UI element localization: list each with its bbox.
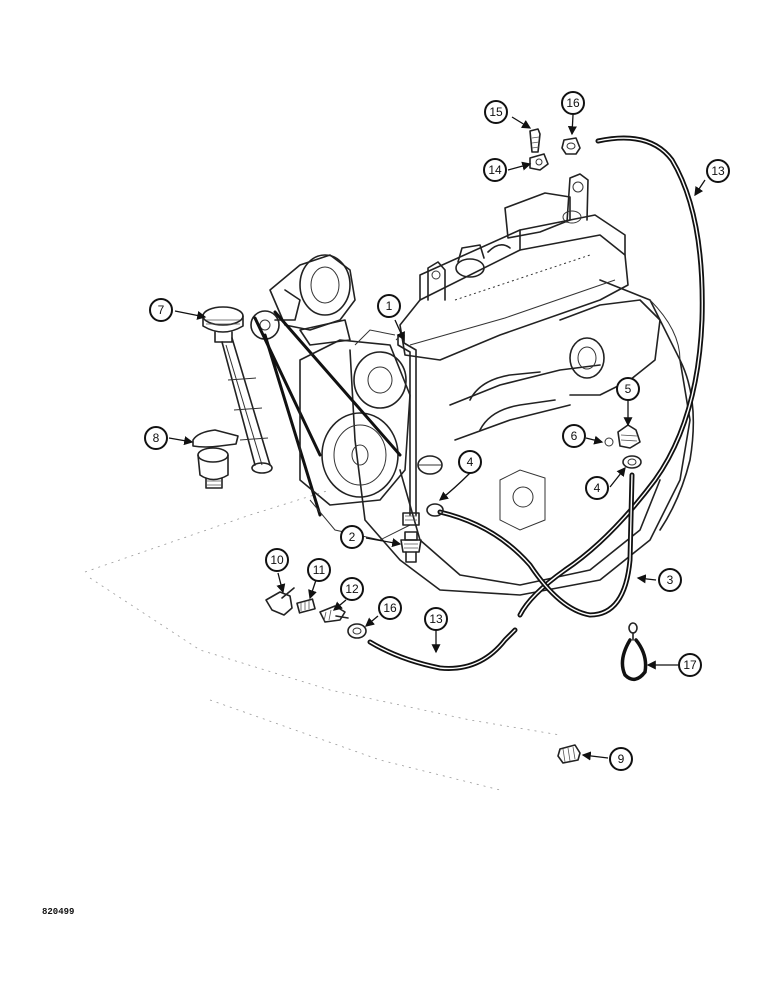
callout-13-lower: 13 bbox=[424, 607, 448, 631]
callout-8: 8 bbox=[144, 426, 168, 450]
callout-14: 14 bbox=[483, 158, 507, 182]
callout-label-15: 15 bbox=[489, 105, 503, 119]
cap-8 bbox=[192, 429, 239, 489]
plug-9 bbox=[557, 744, 581, 764]
callout-label-6: 6 bbox=[571, 429, 578, 443]
callout-label-4a: 4 bbox=[467, 455, 474, 469]
callout-label-13a: 13 bbox=[711, 164, 725, 178]
callout-9: 9 bbox=[609, 747, 633, 771]
filter-assembly-7 bbox=[202, 306, 273, 474]
callout-label-2: 2 bbox=[349, 530, 356, 544]
callout-4-right: 4 bbox=[585, 476, 609, 500]
callout-label-12: 12 bbox=[345, 582, 359, 596]
callout-11: 11 bbox=[307, 558, 331, 582]
callout-label-9: 9 bbox=[618, 752, 625, 766]
callout-15: 15 bbox=[484, 100, 508, 124]
ground-outline bbox=[84, 489, 561, 791]
callout-label-10: 10 bbox=[270, 553, 284, 567]
callout-label-8: 8 bbox=[153, 431, 160, 445]
callout-label-17: 17 bbox=[683, 658, 697, 672]
callout-label-16a: 16 bbox=[566, 96, 580, 110]
callout-13-upper: 13 bbox=[706, 159, 730, 183]
callout-label-4b: 4 bbox=[594, 481, 601, 495]
callout-7: 7 bbox=[149, 298, 173, 322]
callout-1: 1 bbox=[377, 294, 401, 318]
callout-12: 12 bbox=[340, 577, 364, 601]
callout-label-16b: 16 bbox=[383, 601, 397, 615]
callout-5: 5 bbox=[616, 377, 640, 401]
callout-2: 2 bbox=[340, 525, 364, 549]
leader-lines bbox=[168, 114, 706, 761]
hose-3 bbox=[426, 472, 635, 618]
fittings-4-5-6 bbox=[604, 424, 642, 469]
callout-label-13b: 13 bbox=[429, 612, 443, 626]
small-parts-14-15-16 bbox=[529, 128, 581, 171]
callout-4-left: 4 bbox=[458, 450, 482, 474]
strap-17 bbox=[620, 622, 648, 682]
hose-13-lower bbox=[367, 627, 518, 671]
callout-16-lower: 16 bbox=[378, 596, 402, 620]
callout-16-upper: 16 bbox=[561, 91, 585, 115]
callout-10: 10 bbox=[265, 548, 289, 572]
hose-13-long bbox=[517, 135, 705, 618]
engine-block bbox=[349, 173, 695, 596]
callout-3: 3 bbox=[658, 568, 682, 592]
callout-label-1: 1 bbox=[386, 299, 393, 313]
alternator-and-belt bbox=[250, 254, 411, 541]
callout-label-3: 3 bbox=[667, 573, 674, 587]
callout-label-5: 5 bbox=[625, 382, 632, 396]
callout-label-11: 11 bbox=[313, 563, 326, 577]
drawing-number: 820499 bbox=[42, 907, 75, 917]
callout-label-7: 7 bbox=[158, 303, 165, 317]
callout-label-14: 14 bbox=[488, 163, 502, 177]
callout-6: 6 bbox=[562, 424, 586, 448]
callout-17: 17 bbox=[678, 653, 702, 677]
